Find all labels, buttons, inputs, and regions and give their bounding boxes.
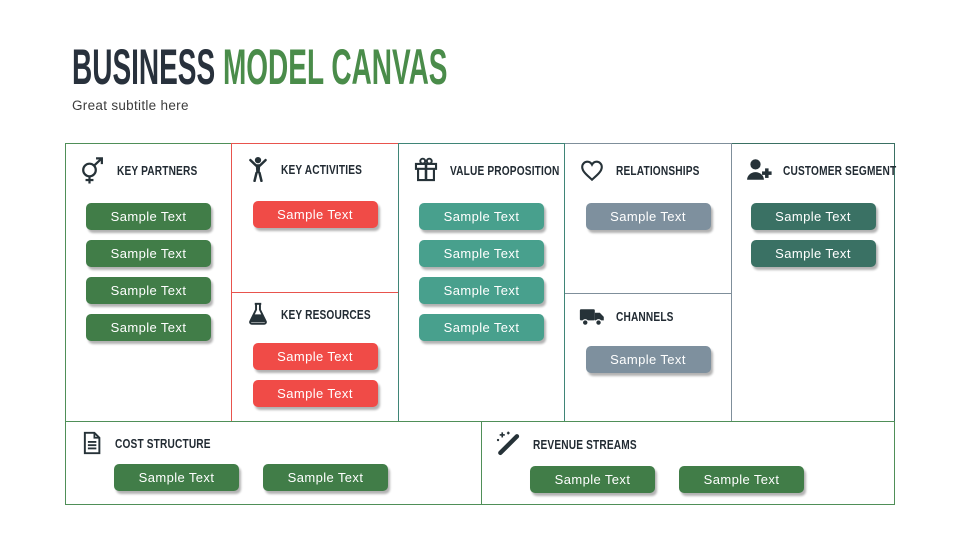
sample-text-button[interactable]: Sample Text (252, 201, 378, 228)
section-title: KEY ACTIVITIES (281, 161, 363, 177)
flask-icon (249, 302, 267, 325)
revenue-streams-header: REVENUE STREAMS (482, 422, 894, 458)
value-proposition-header: VALUE PROPOSITION (399, 144, 564, 184)
key-resources-header: KEY RESOURCES (232, 293, 398, 327)
section-title: VALUE PROPOSITION (450, 162, 560, 178)
section-title: CUSTOMER SEGMENT (783, 162, 897, 178)
person-arms-up-icon (249, 156, 267, 182)
sample-text-button[interactable]: Sample Text (114, 464, 239, 491)
sample-text-button[interactable]: Sample Text (419, 240, 544, 267)
section-title: RELATIONSHIPS (616, 162, 700, 178)
section-key-resources: KEY RESOURCES Sample Text Sample Text (231, 292, 399, 422)
sample-text-button[interactable]: Sample Text (530, 466, 655, 493)
key-activities-header: KEY ACTIVITIES (232, 144, 398, 182)
sample-text-button[interactable]: Sample Text (263, 464, 388, 491)
sample-text-button[interactable]: Sample Text (750, 203, 876, 230)
sample-text-button[interactable]: Sample Text (252, 380, 378, 407)
section-key-partners: KEY PARTNERS Sample Text Sample Text Sam… (65, 143, 232, 422)
section-title: CHANNELS (616, 308, 674, 324)
sample-text-button[interactable]: Sample Text (419, 277, 544, 304)
section-channels: CHANNELS Sample Text (564, 293, 732, 422)
section-relationships: RELATIONSHIPS Sample Text (564, 143, 732, 294)
section-title: REVENUE STREAMS (533, 436, 637, 452)
section-key-activities: KEY ACTIVITIES Sample Text (231, 143, 399, 293)
sample-text-button[interactable]: Sample Text (86, 314, 211, 341)
section-title: KEY RESOURCES (281, 306, 371, 322)
heart-icon (581, 160, 603, 182)
section-customer-segment: CUSTOMER SEGMENT Sample Text Sample Text (731, 143, 897, 422)
add-user-icon (747, 159, 772, 180)
cost-structure-header: COST STRUCTURE (66, 422, 481, 456)
relationships-header: RELATIONSHIPS (565, 144, 731, 184)
sample-text-button[interactable]: Sample Text (419, 314, 544, 341)
sample-text-button[interactable]: Sample Text (679, 466, 804, 493)
sample-text-button[interactable]: Sample Text (585, 203, 711, 230)
title-primary: BUSINESS (72, 39, 216, 95)
key-partners-header: KEY PARTNERS (66, 144, 231, 184)
sample-text-button[interactable]: Sample Text (86, 277, 211, 304)
section-title: KEY PARTNERS (117, 162, 198, 178)
document-icon (83, 431, 101, 455)
truck-icon (579, 309, 604, 326)
section-title: COST STRUCTURE (115, 435, 211, 451)
sample-text-button[interactable]: Sample Text (252, 343, 378, 370)
sample-text-button[interactable]: Sample Text (419, 203, 544, 230)
sample-text-button[interactable]: Sample Text (750, 240, 876, 267)
section-value-proposition: VALUE PROPOSITION Sample Text Sample Tex… (398, 143, 565, 422)
channels-header: CHANNELS (565, 294, 731, 330)
page-title: BUSINESS MODEL CANVAS (72, 42, 447, 92)
section-revenue-streams: REVENUE STREAMS Sample Text Sample Text (481, 421, 895, 505)
sample-text-button[interactable]: Sample Text (86, 240, 211, 267)
magic-wand-icon (496, 431, 520, 456)
title-secondary: MODEL CANVAS (222, 39, 448, 95)
gender-symbol-icon (82, 157, 103, 184)
section-cost-structure: COST STRUCTURE Sample Text Sample Text (65, 421, 482, 505)
sample-text-button[interactable]: Sample Text (86, 203, 211, 230)
subtitle: Great subtitle here (72, 98, 189, 113)
gift-icon (414, 157, 438, 182)
customer-segment-header: CUSTOMER SEGMENT (732, 144, 897, 184)
sample-text-button[interactable]: Sample Text (585, 346, 711, 373)
